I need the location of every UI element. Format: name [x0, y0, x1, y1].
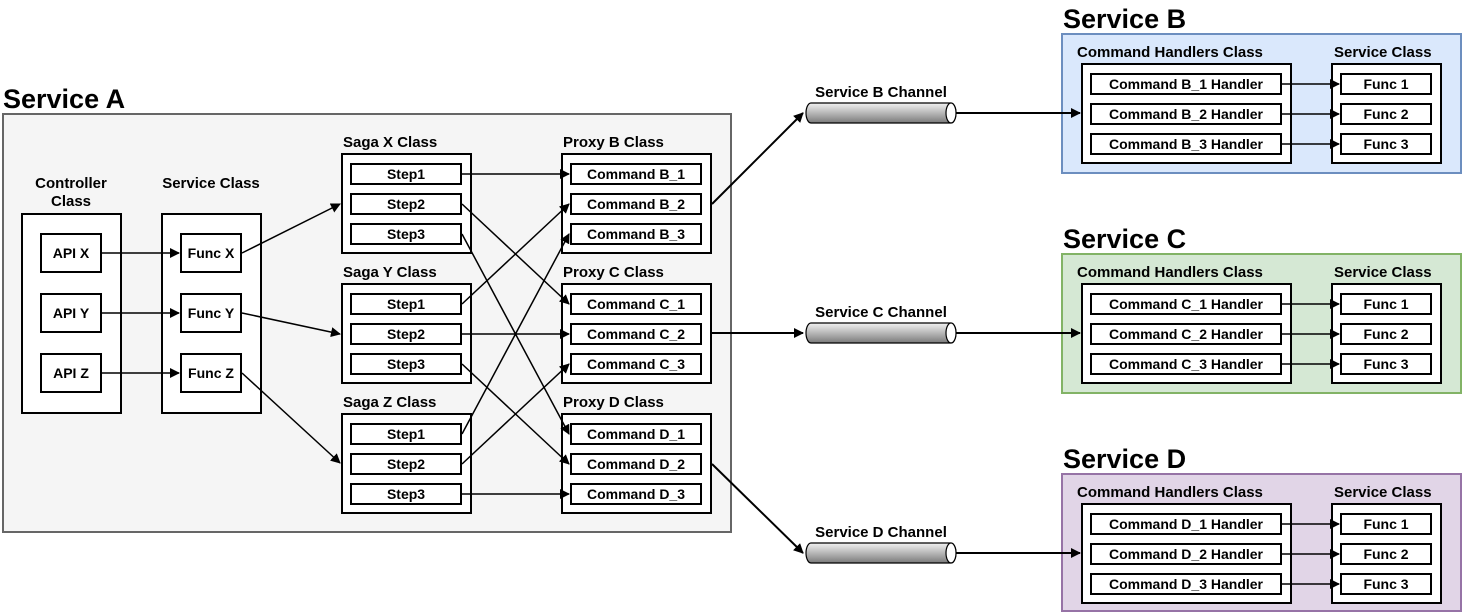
proxy-b-class-label: Proxy B Class	[563, 134, 664, 151]
saga-z-step2[interactable]: Step2	[350, 453, 462, 475]
controller-class-label: Controller Class	[35, 175, 107, 210]
saga-y-step2[interactable]: Step2	[350, 323, 462, 345]
service-d-func3[interactable]: Func 3	[1340, 573, 1432, 595]
command-b3-handler[interactable]: Command B_3 Handler	[1090, 133, 1282, 155]
proxy-d-class-label: Proxy D Class	[563, 394, 664, 411]
func-y-box[interactable]: Func Y	[180, 293, 242, 333]
service-c-service-class-label: Service Class	[1334, 264, 1432, 281]
saga-x-step2[interactable]: Step2	[350, 193, 462, 215]
service-class-label: Service Class	[162, 175, 260, 192]
service-d-title: Service D	[1063, 444, 1187, 474]
saga-y-class-label: Saga Y Class	[343, 264, 437, 281]
saga-z-step3[interactable]: Step3	[350, 483, 462, 505]
service-c-func3[interactable]: Func 3	[1340, 353, 1432, 375]
command-b2-handler[interactable]: Command B_2 Handler	[1090, 103, 1282, 125]
service-d-handlers-label: Command Handlers Class	[1077, 484, 1263, 501]
func-z-box[interactable]: Func Z	[180, 353, 242, 393]
service-d-channel-pipe	[805, 542, 957, 564]
command-d1-box[interactable]: Command D_1	[570, 423, 702, 445]
command-c3-handler[interactable]: Command C_3 Handler	[1090, 353, 1282, 375]
saga-z-step1[interactable]: Step1	[350, 423, 462, 445]
service-b-title: Service B	[1063, 4, 1187, 34]
saga-y-step1[interactable]: Step1	[350, 293, 462, 315]
command-c2-box[interactable]: Command C_2	[570, 323, 702, 345]
service-c-title: Service C	[1063, 224, 1187, 254]
service-b-handlers-label: Command Handlers Class	[1077, 44, 1263, 61]
service-b-channel-label: Service B Channel	[815, 84, 947, 101]
proxy-c-class-label: Proxy C Class	[563, 264, 664, 281]
command-d2-box[interactable]: Command D_2	[570, 453, 702, 475]
command-b3-box[interactable]: Command B_3	[570, 223, 702, 245]
command-c3-box[interactable]: Command C_3	[570, 353, 702, 375]
saga-x-class-label: Saga X Class	[343, 134, 438, 151]
command-d2-handler[interactable]: Command D_2 Handler	[1090, 543, 1282, 565]
service-b-func1[interactable]: Func 1	[1340, 73, 1432, 95]
saga-z-class-label: Saga Z Class	[343, 394, 437, 411]
api-z-box[interactable]: API Z	[40, 353, 102, 393]
api-x-box[interactable]: API X	[40, 233, 102, 273]
command-d3-box[interactable]: Command D_3	[570, 483, 702, 505]
service-c-channel-pipe	[805, 322, 957, 344]
command-c1-handler[interactable]: Command C_1 Handler	[1090, 293, 1282, 315]
command-d3-handler[interactable]: Command D_3 Handler	[1090, 573, 1282, 595]
command-b2-box[interactable]: Command B_2	[570, 193, 702, 215]
service-b-service-class-label: Service Class	[1334, 44, 1432, 61]
service-d-channel-label: Service D Channel	[815, 524, 947, 541]
service-b-func3[interactable]: Func 3	[1340, 133, 1432, 155]
func-x-box[interactable]: Func X	[180, 233, 242, 273]
command-c2-handler[interactable]: Command C_2 Handler	[1090, 323, 1282, 345]
service-d-func2[interactable]: Func 2	[1340, 543, 1432, 565]
command-d1-handler[interactable]: Command D_1 Handler	[1090, 513, 1282, 535]
service-d-func1[interactable]: Func 1	[1340, 513, 1432, 535]
api-y-box[interactable]: API Y	[40, 293, 102, 333]
service-b-channel-pipe	[805, 102, 957, 124]
saga-x-step3[interactable]: Step3	[350, 223, 462, 245]
command-b1-handler[interactable]: Command B_1 Handler	[1090, 73, 1282, 95]
service-a-title: Service A	[3, 84, 126, 114]
service-c-func1[interactable]: Func 1	[1340, 293, 1432, 315]
command-c1-box[interactable]: Command C_1	[570, 293, 702, 315]
service-c-channel-label: Service C Channel	[815, 304, 947, 321]
service-c-handlers-label: Command Handlers Class	[1077, 264, 1263, 281]
saga-y-step3[interactable]: Step3	[350, 353, 462, 375]
saga-x-step1[interactable]: Step1	[350, 163, 462, 185]
service-d-service-class-label: Service Class	[1334, 484, 1432, 501]
command-b1-box[interactable]: Command B_1	[570, 163, 702, 185]
service-b-func2[interactable]: Func 2	[1340, 103, 1432, 125]
service-c-func2[interactable]: Func 2	[1340, 323, 1432, 345]
